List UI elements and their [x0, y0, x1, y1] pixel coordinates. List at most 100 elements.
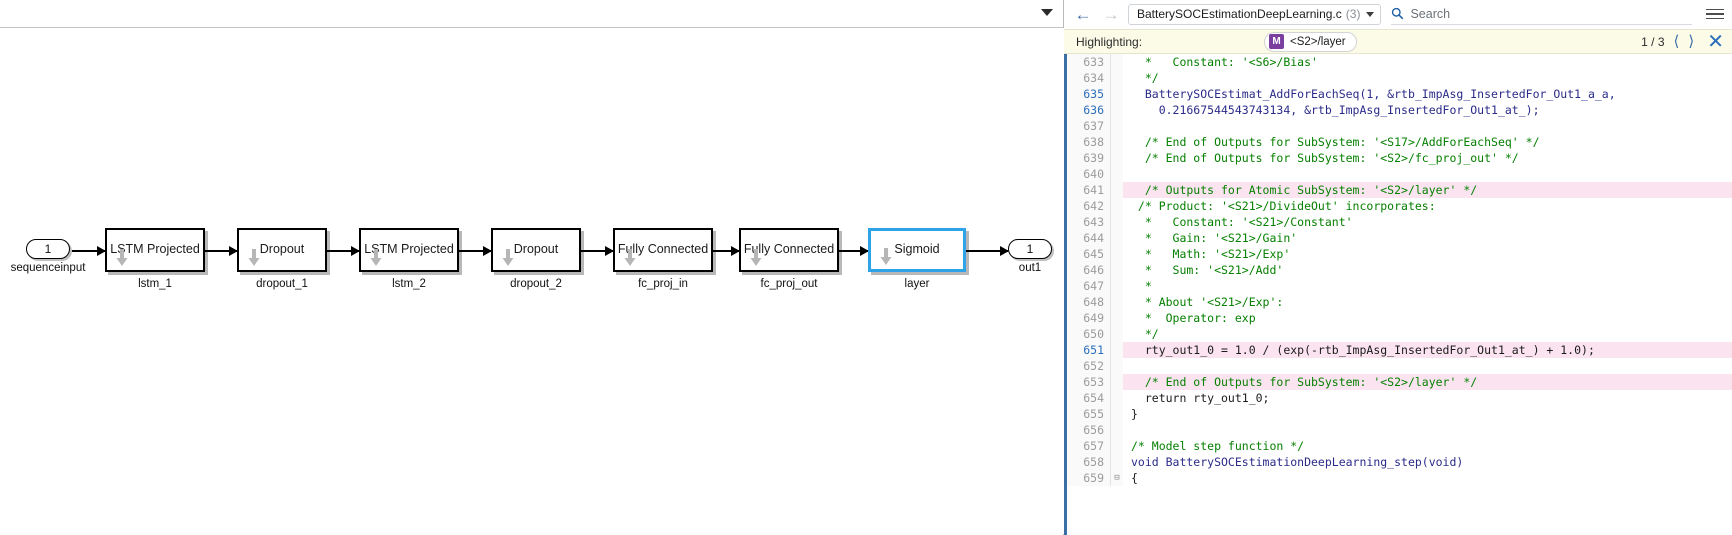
line-number: 638	[1067, 134, 1111, 150]
code-line[interactable]: 645 * Math: '<S21>/Exp'	[1067, 246, 1732, 262]
network-block-title: Dropout	[259, 242, 305, 256]
code-text: */	[1131, 71, 1159, 85]
input-port-label: sequenceinput	[10, 262, 86, 274]
line-number: 654	[1067, 390, 1111, 406]
code-line[interactable]: 657/* Model step function */	[1067, 438, 1732, 454]
network-block[interactable]: Fully Connected	[613, 228, 713, 272]
code-line[interactable]: 644 * Gain: '<S21>/Gain'	[1067, 230, 1732, 246]
code-line[interactable]: 635 BatterySOCEstimat_AddForEachSeq(1, &…	[1067, 86, 1732, 102]
network-block[interactable]: Dropout	[491, 228, 581, 272]
code-listing[interactable]: 633 * Constant: '<S6>/Bias'634 */635 Bat…	[1064, 54, 1732, 535]
network-block-label: fc_proj_in	[638, 278, 688, 290]
network-block[interactable]: Fully Connected	[739, 228, 839, 272]
network-block[interactable]: Dropout	[237, 228, 327, 272]
code-text: * About '<S21>/Exp':	[1131, 295, 1284, 309]
close-icon[interactable]: ✕	[1707, 30, 1724, 53]
network-canvas[interactable]: 1 sequenceinput LSTM Projected lstm_1 Dropou…	[0, 28, 1064, 534]
network-block-title: LSTM Projected	[364, 242, 454, 256]
fold-toggle-icon[interactable]: ⊟	[1111, 470, 1123, 486]
network-block[interactable]: LSTM Projected	[105, 228, 205, 272]
network-diagram-pane: 1 sequenceinput LSTM Projected lstm_1 Dropou…	[0, 0, 1064, 535]
code-line[interactable]: 652	[1067, 358, 1732, 374]
code-line[interactable]: 642 /* Product: '<S21>/DivideOut' incorp…	[1067, 198, 1732, 214]
code-line[interactable]: 648 * About '<S21>/Exp':	[1067, 294, 1732, 310]
fold-toggle-icon	[1111, 438, 1123, 454]
file-name-label: BatterySOCEstimationDeepLearning.c	[1137, 7, 1342, 21]
chevron-down-icon[interactable]	[1366, 11, 1375, 17]
arrow-left-icon[interactable]: ←	[1074, 4, 1092, 24]
code-line[interactable]: 646 * Sum: '<S21>/Add'	[1067, 262, 1732, 278]
chevron-down-icon[interactable]	[1041, 9, 1053, 16]
code-text: * Constant: '<S21>/Constant'	[1131, 215, 1353, 229]
fold-toggle-icon	[1111, 454, 1123, 470]
model-badge-icon: M	[1269, 34, 1284, 49]
code-line[interactable]: 640	[1067, 166, 1732, 182]
code-line[interactable]: 649 * Operator: exp	[1067, 310, 1732, 326]
line-number: 636	[1067, 102, 1111, 118]
code-line[interactable]: 651 rty_out1_0 = 1.0 / (exp(-rtb_ImpAsg_…	[1067, 342, 1732, 358]
fold-toggle-icon	[1111, 102, 1123, 118]
network-block[interactable]: LSTM Projected	[359, 228, 459, 272]
code-line[interactable]: 641 /* Outputs for Atomic SubSystem: '<S…	[1067, 182, 1732, 198]
code-line[interactable]: 650 */	[1067, 326, 1732, 342]
code-line[interactable]: 643 * Constant: '<S21>/Constant'	[1067, 214, 1732, 230]
highlight-chip-label: <S2>/layer	[1290, 35, 1346, 48]
code-line[interactable]: 639 /* End of Outputs for SubSystem: '<S…	[1067, 150, 1732, 166]
connection-wire[interactable]	[713, 246, 740, 256]
network-block-label: lstm_1	[138, 278, 172, 290]
line-number: 652	[1067, 358, 1111, 374]
fold-toggle-icon	[1111, 230, 1123, 246]
connection-wire[interactable]	[966, 246, 1009, 256]
fold-toggle-icon	[1111, 86, 1123, 102]
connection-wire[interactable]	[839, 246, 869, 256]
output-port-label: out1	[1018, 262, 1042, 274]
network-block-title: Fully Connected	[617, 242, 709, 256]
connection-wire[interactable]	[72, 246, 106, 256]
fold-toggle-icon	[1111, 246, 1123, 262]
line-number: 639	[1067, 150, 1111, 166]
network-block-label: fc_proj_out	[760, 278, 818, 290]
connection-wire[interactable]	[327, 246, 360, 256]
search-icon	[1391, 7, 1404, 20]
code-text	[1123, 166, 1732, 182]
network-block-title: Fully Connected	[743, 242, 835, 256]
search-field[interactable]: Search	[1391, 3, 1692, 25]
code-line[interactable]: 637	[1067, 118, 1732, 134]
code-line[interactable]: 656	[1067, 422, 1732, 438]
line-number: 635	[1067, 86, 1111, 102]
network-block-title: LSTM Projected	[110, 242, 200, 256]
fold-toggle-icon	[1111, 374, 1123, 390]
code-line[interactable]: 636 0.21667544543743134, &rtb_ImpAsg_Ins…	[1067, 102, 1732, 118]
code-text: BatterySOCEstimat_AddForEachSeq(1, &rtb_…	[1131, 87, 1616, 101]
network-block-label: lstm_2	[392, 278, 426, 290]
line-number: 656	[1067, 422, 1111, 438]
chevron-left-icon[interactable]: ⟨	[1673, 33, 1680, 50]
code-text: * Sum: '<S21>/Add'	[1131, 263, 1284, 277]
connection-wire[interactable]	[459, 246, 492, 256]
code-line[interactable]: 654 return rty_out1_0;	[1067, 390, 1732, 406]
highlight-chip[interactable]: M <S2>/layer	[1264, 31, 1357, 52]
code-line[interactable]: 634 */	[1067, 70, 1732, 86]
file-selector[interactable]: BatterySOCEstimationDeepLearning.c (3)	[1128, 3, 1382, 25]
arrow-right-icon[interactable]: →	[1102, 4, 1120, 24]
output-port[interactable]: 1	[1008, 239, 1052, 259]
network-block[interactable]: Sigmoid	[868, 228, 966, 272]
code-line[interactable]: 653 /* End of Outputs for SubSystem: '<S…	[1067, 374, 1732, 390]
fold-toggle-icon	[1111, 390, 1123, 406]
code-line[interactable]: 655}	[1067, 406, 1732, 422]
code-line[interactable]: 633 * Constant: '<S6>/Bias'	[1067, 54, 1732, 70]
hamburger-icon[interactable]	[1704, 3, 1726, 25]
code-line[interactable]: 647 *	[1067, 278, 1732, 294]
code-text: /* Model step function */	[1131, 439, 1305, 453]
connection-wire[interactable]	[581, 246, 614, 256]
code-line[interactable]: 659⊟{	[1067, 470, 1732, 486]
network-block-label: layer	[904, 278, 930, 290]
line-number: 643	[1067, 214, 1111, 230]
input-port[interactable]: 1	[26, 239, 70, 259]
connection-wire[interactable]	[205, 246, 238, 256]
line-number: 655	[1067, 406, 1111, 422]
code-line[interactable]: 638 /* End of Outputs for SubSystem: '<S…	[1067, 134, 1732, 150]
chevron-right-icon[interactable]: ⟩	[1688, 33, 1695, 50]
